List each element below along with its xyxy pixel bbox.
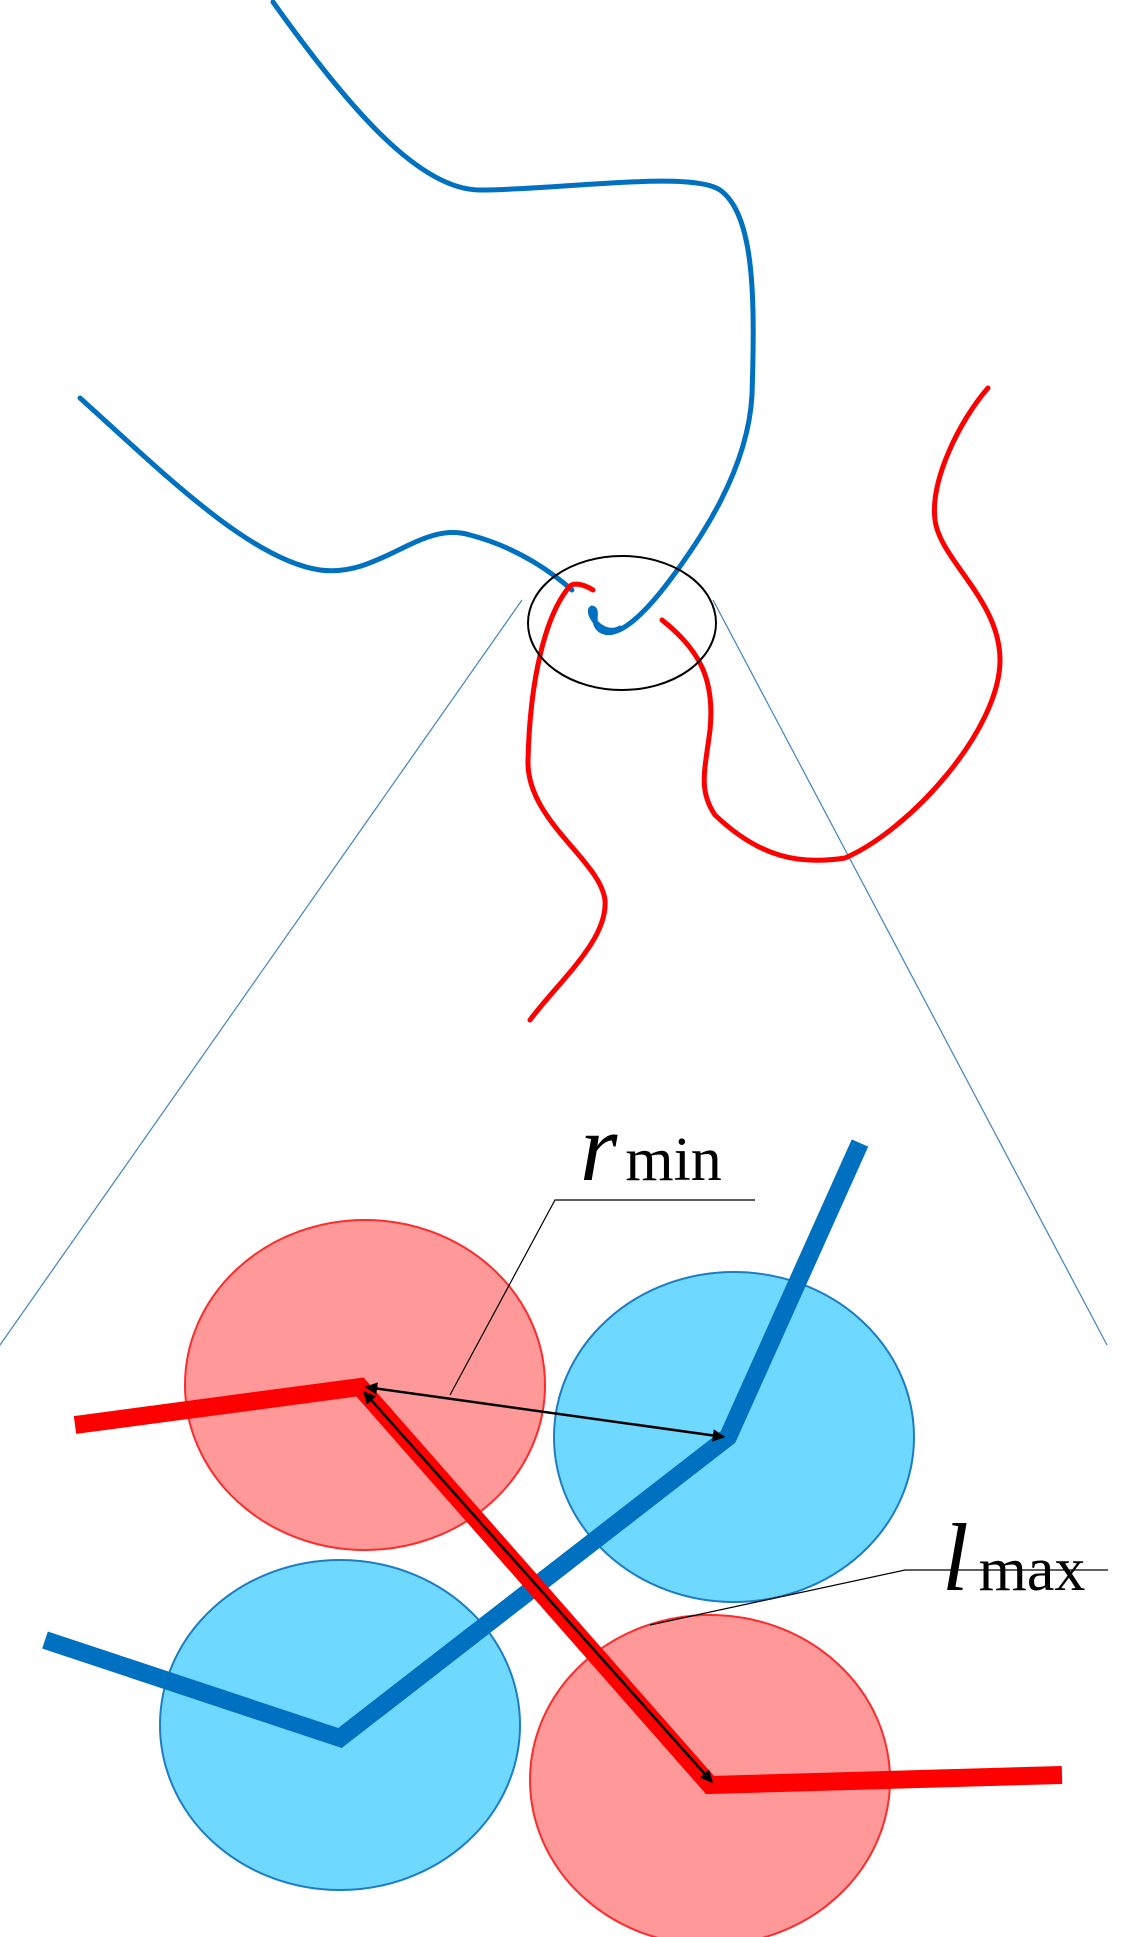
red-chain-left-curve — [525, 581, 608, 1023]
blue-chain-upper-curve — [270, 0, 756, 636]
l-max-leader-line — [649, 1569, 1108, 1626]
red-chain-right-curve — [659, 385, 1003, 863]
l-max-arrow — [363, 1391, 713, 1783]
zoom-projection-line-left — [0, 599, 523, 1346]
zoom-circle — [527, 555, 717, 691]
r-min-leader-line — [449, 1199, 755, 1396]
r-min-arrow — [364, 1382, 726, 1442]
bead-blue-lower-left — [159, 1559, 521, 1891]
zoom-projection-line-right — [712, 599, 1108, 1346]
blue-chain-lower-curve — [77, 395, 575, 593]
